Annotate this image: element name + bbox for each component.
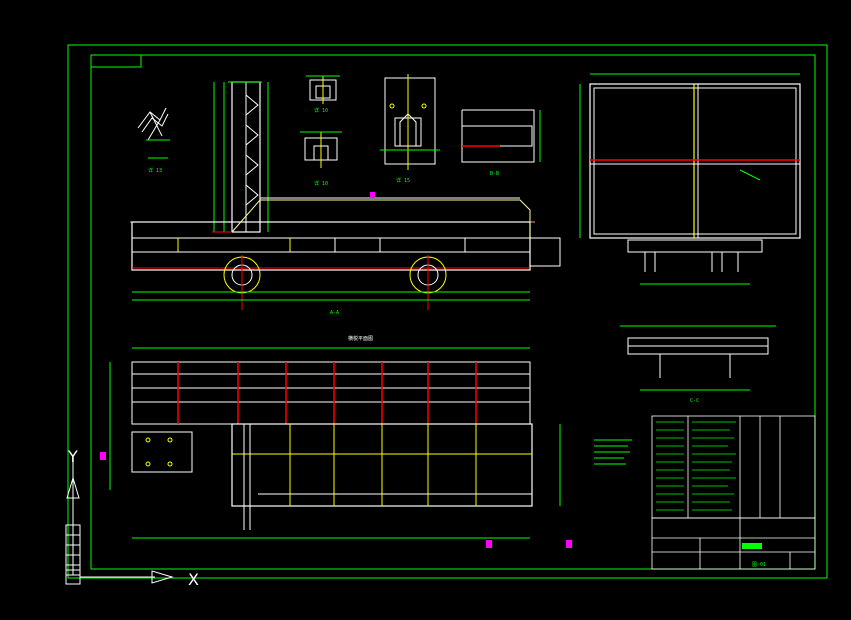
section-bb: B-B: [461, 109, 541, 177]
detail-view-10-top: 详 10: [306, 75, 340, 114]
plan-support-view: [627, 239, 763, 285]
detail-view-10-title: 详 10: [314, 107, 328, 114]
section-cc-title: C-C: [690, 398, 699, 404]
plan-grid-view: [579, 73, 801, 239]
detail-view-10-bottom: 详 10: [300, 131, 342, 187]
detail-view-15-title: 详 15: [396, 177, 410, 184]
vertical-column: [212, 81, 269, 233]
main-elevation: A-A: [130, 197, 561, 316]
ucs-icon: Y X: [65, 447, 199, 589]
section-markers: [100, 192, 572, 548]
detail-view-15: 详 15: [380, 74, 440, 184]
ucs-x-label: X: [188, 570, 199, 589]
drawing-frame: [67, 44, 828, 579]
detail-view-13: 详 13: [137, 107, 170, 174]
bottom-plan-view: 横棁平面图: [109, 335, 561, 539]
notes-block: [594, 439, 632, 465]
section-cc: C-C: [620, 325, 776, 404]
section-bb-title: B-B: [490, 171, 499, 177]
section-aa-title: A-A: [330, 310, 339, 316]
ucs-y-arrow-icon: [66, 476, 80, 499]
ucs-x-arrow-icon: [151, 570, 174, 584]
ucs-y-label: Y: [67, 447, 78, 466]
plan-view-title: 横棁平面图: [348, 335, 373, 342]
parts-list-table: [651, 415, 816, 519]
detail-view-10b-title: 详 10: [314, 180, 328, 187]
title-block: 图-01: [651, 517, 816, 570]
drawing-number: 图-01: [752, 562, 766, 568]
detail-view-13-title: 详 13: [148, 167, 162, 174]
